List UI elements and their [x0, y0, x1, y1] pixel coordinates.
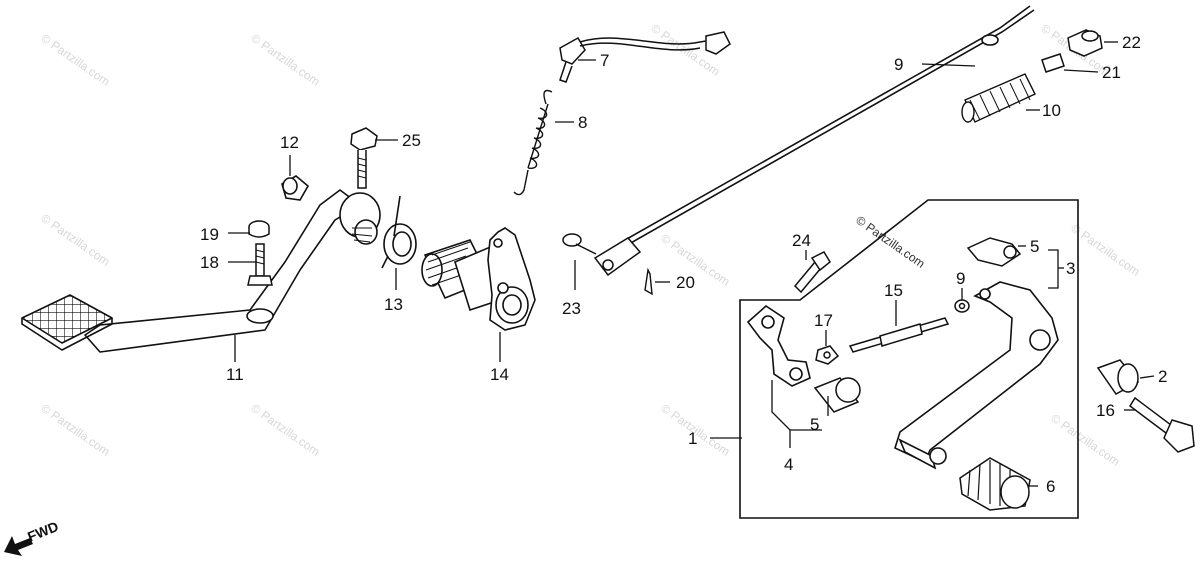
part-12-cap [281, 175, 310, 201]
shift-lever-arm [894, 281, 1059, 470]
part-5-rubber [813, 377, 861, 413]
callout-1: 1 [688, 429, 697, 448]
part-13-spring [381, 195, 417, 269]
watermark: © Partzilla.com [1068, 221, 1142, 279]
part-6-shift-rubber [959, 457, 1031, 511]
part-24-bolt [793, 251, 831, 294]
assembly-frame-1 [739, 199, 1079, 519]
part-16-bolt [1128, 396, 1195, 453]
callout-18: 18 [200, 253, 219, 272]
callout-15: 15 [884, 281, 903, 300]
watermark: © Partzilla.com [658, 231, 732, 289]
callout-20: 20 [676, 273, 695, 292]
part-21-pin [1041, 53, 1065, 73]
callout-5-upper: 5 [1030, 237, 1039, 256]
callout-25: 25 [402, 131, 421, 150]
callout-4: 4 [784, 455, 793, 474]
part-7-stop-switch [559, 31, 731, 83]
callout-17: 17 [814, 311, 833, 330]
callout-9-rod: 9 [894, 55, 903, 74]
part-18-bolt [247, 243, 273, 286]
watermark: © Partzilla.com [248, 401, 322, 459]
part-10-spring [961, 73, 1036, 123]
callout-7: 7 [600, 51, 609, 70]
callout-9-bolt: 9 [956, 269, 965, 288]
watermark: © Partzilla.com [38, 31, 112, 89]
callout-2: 2 [1158, 367, 1167, 386]
callout-12: 12 [280, 133, 299, 152]
callout-10: 10 [1042, 101, 1061, 120]
part-9-bolt [954, 299, 970, 313]
part-3-joint [966, 237, 1022, 267]
callout-6: 6 [1046, 477, 1055, 496]
part-8-spring [513, 89, 553, 196]
fwd-indicator: FWD [4, 518, 61, 556]
callout-24: 24 [792, 231, 811, 250]
callout-labels: 1 2 3 4 5 5 6 7 8 9 9 10 11 12 13 14 15 … [200, 33, 1167, 496]
callout-3: 3 [1066, 259, 1075, 278]
callout-8: 8 [578, 113, 587, 132]
part-20-clip [644, 267, 653, 296]
fwd-label: FWD [25, 518, 61, 545]
watermark: © Partzilla.com [853, 213, 927, 271]
callout-5-lower: 5 [810, 415, 819, 434]
callout-11: 11 [226, 365, 244, 384]
brake-pedal-11 [21, 189, 381, 353]
fwd-arrow-icon [4, 536, 33, 556]
watermark: © Partzilla.com [38, 401, 112, 459]
part-9-brake-rod [624, 5, 1035, 245]
part-4-lever [746, 304, 811, 387]
part-25-bolt [350, 127, 378, 189]
leader-lines [228, 41, 1155, 487]
part-15-rod [848, 317, 950, 353]
callout-22: 22 [1122, 33, 1141, 52]
part-19-nut [248, 220, 270, 238]
part-2-collar [1096, 359, 1140, 395]
callout-19: 19 [200, 225, 219, 244]
part-17-nut [815, 345, 840, 365]
watermark: © Partzilla.com [38, 211, 112, 269]
callout-21: 21 [1102, 63, 1121, 82]
part-14-brake-arm [421, 227, 536, 331]
part-22-adjusting-nut [1067, 29, 1103, 57]
callout-14: 14 [490, 365, 509, 384]
callout-23: 23 [562, 299, 581, 318]
watermark: © Partzilla.com [248, 31, 322, 89]
callout-13: 13 [384, 295, 403, 314]
callout-16: 16 [1096, 401, 1115, 420]
part-23-joint-pin [562, 233, 642, 277]
